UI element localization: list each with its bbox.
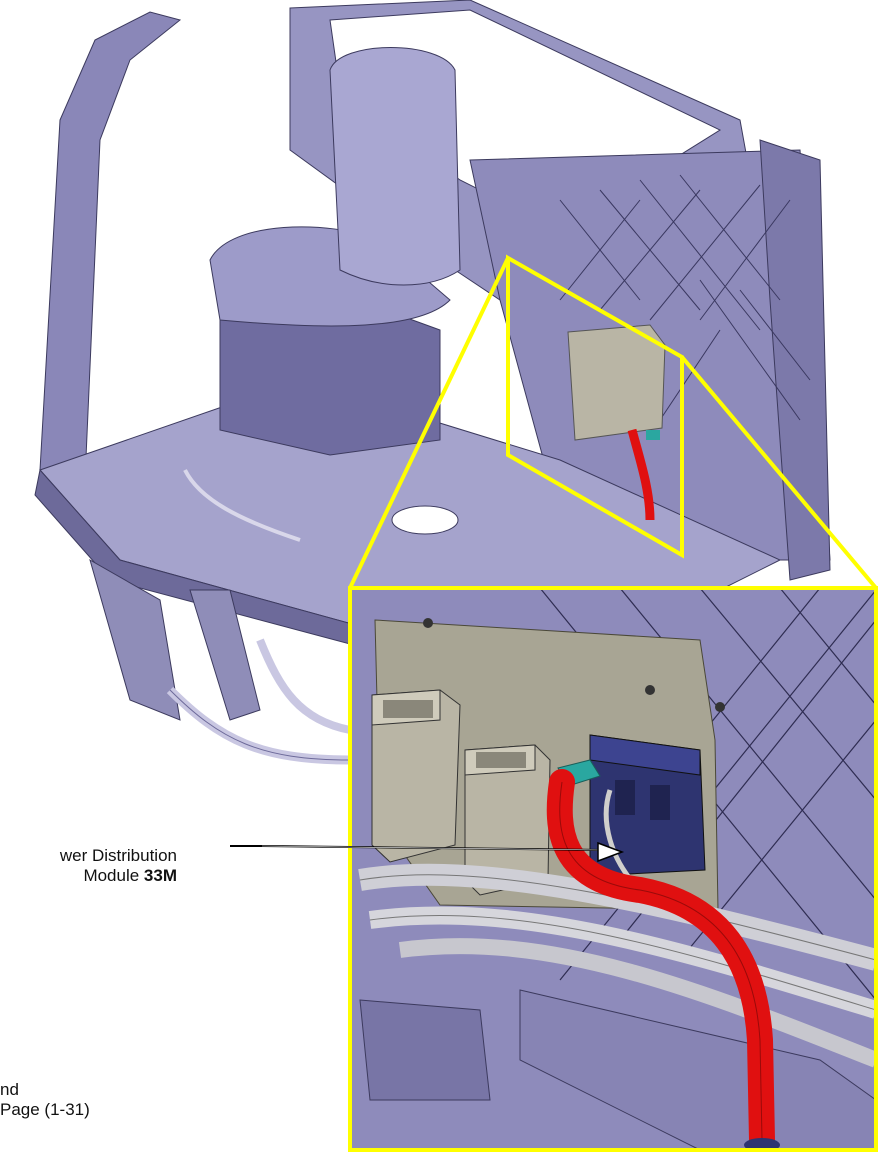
page-reference-line2: Page (1-31) <box>0 1100 90 1119</box>
detail-zoom-frame <box>348 254 878 590</box>
overview-module <box>567 324 666 521</box>
detail-view <box>348 586 878 1152</box>
pdm-callout-prefix: Module <box>83 866 144 885</box>
page-reference-label: nd Page (1-31) <box>0 1080 90 1120</box>
page-reference-line1: nd <box>0 1080 19 1099</box>
leader-arrowhead <box>597 841 625 863</box>
pdm-callout-line1: wer Distribution <box>59 846 177 865</box>
pdm-callout-label: wer Distribution Module 33M <box>60 846 177 886</box>
leader-line <box>230 841 625 863</box>
pdm-callout-code: 33M <box>143 866 177 885</box>
pdm-callout-line2: Module 33M <box>60 866 177 886</box>
quilted-wall-pattern <box>559 174 811 421</box>
